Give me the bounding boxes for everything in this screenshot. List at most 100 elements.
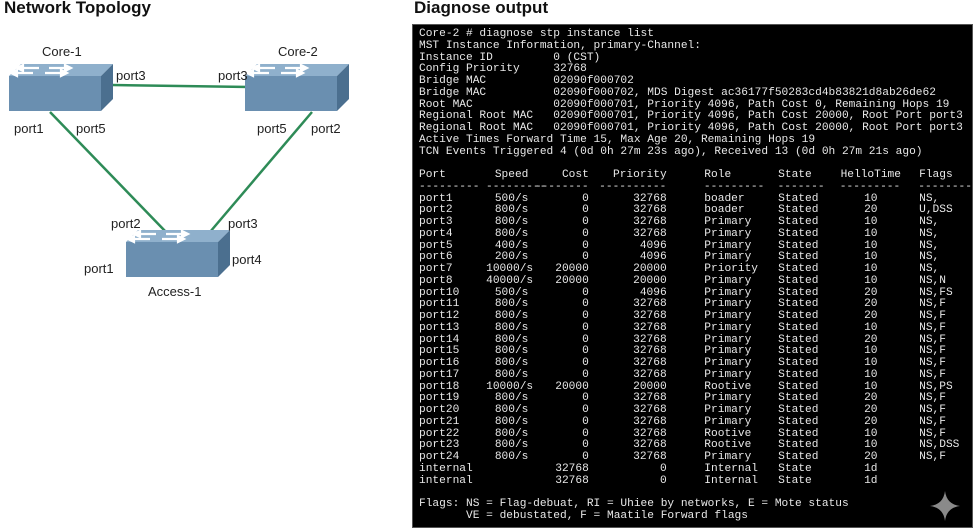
cell-state: Stated (778, 392, 819, 405)
terminal-line: Root MAC 02090f000701, Priority 4096, Pa… (419, 98, 950, 111)
column-header-state: State (778, 169, 812, 181)
terminal-line: MST Instance Information, primary-Channe… (419, 39, 701, 52)
cell-state: Stated (778, 263, 819, 275)
cell-flags: NS,PS (919, 380, 953, 393)
cell-state: Stated (778, 439, 819, 452)
switch-core-1[interactable] (7, 62, 115, 113)
switch-access-1[interactable] (124, 228, 232, 279)
cell-role: Primary (704, 392, 752, 405)
cell-port: port4 (419, 227, 453, 240)
cell-port: internal (419, 462, 473, 475)
cell-flags: NS,F (919, 333, 946, 346)
cell-hellotime: 10 (864, 216, 878, 228)
cell-state: Stated (778, 415, 819, 428)
cell-hellotime: 20 (864, 310, 878, 322)
cell-speed (486, 464, 528, 476)
legend-line: VE = debustated, F = Maatile Forward fla… (419, 509, 748, 522)
column-header-priority: Priority (612, 169, 667, 181)
cell-state: Stated (778, 298, 819, 311)
cell-flags: NS,F (919, 415, 946, 428)
cell-state: Stated (778, 192, 819, 205)
cell-role: Primary (704, 368, 752, 381)
cell-flags: NS,F (919, 404, 946, 416)
link-core2-access1 (209, 111, 313, 233)
cell-speed: 800/s (494, 427, 529, 440)
cell-flags: NS,F (919, 392, 946, 405)
cell-role: Primary (704, 404, 752, 416)
legend-line: Flags: NS = Flag-debuat, RI = Uhiee by n… (419, 498, 849, 510)
separator-port: --------- (419, 180, 480, 193)
cell-hellotime: 10 (864, 274, 878, 287)
cell-state: Stated (778, 368, 819, 381)
cell-state: Stated (778, 427, 819, 440)
cell-priority: 4096 (639, 251, 667, 264)
cell-hellotime: 20 (864, 333, 878, 346)
cell-priority: 32768 (633, 415, 667, 428)
cell-hellotime: 20 (864, 404, 878, 416)
cell-flags: NS, (919, 192, 940, 205)
cell-port: port24 (419, 451, 460, 463)
cell-port: port11 (419, 298, 460, 311)
cell-port: internal (419, 474, 473, 487)
cell-state: Stated (778, 333, 819, 346)
terminal-line: Bridge MAC 02090f000702, MDS Digest ac36… (419, 86, 936, 99)
flags-legend: Flags: NS = Flag-debuat, RI = Uhiee by n… (419, 498, 972, 523)
cell-flags: NS,F (919, 368, 946, 381)
cell-speed (486, 476, 528, 488)
cell-port: port17 (419, 368, 460, 381)
cell-speed: 800/s (494, 298, 529, 311)
cell-hellotime: 20 (864, 298, 878, 311)
cell-cost: 20000 (555, 263, 589, 275)
cell-priority: 20000 (633, 380, 667, 393)
cell-cost: 0 (582, 227, 589, 240)
cell-flags: NS, (919, 239, 940, 252)
cell-hellotime: 1d (864, 462, 878, 475)
cell-port: port13 (419, 321, 460, 334)
cell-speed: 800/s (494, 321, 529, 334)
switch-name-core-2: Core-2 (278, 44, 318, 59)
cell-cost: 0 (582, 451, 589, 463)
output-title: Diagnose output (414, 0, 549, 17)
cell-flags: NS,F (919, 357, 946, 369)
terminal-line: Instance ID 0 (CST) (419, 51, 601, 64)
cell-state: Stated (778, 310, 819, 322)
cell-state: Stated (778, 380, 819, 393)
cell-state: Stated (778, 216, 819, 228)
cell-cost: 0 (582, 439, 589, 452)
cell-flags: NS, (919, 227, 940, 240)
cell-hellotime: 10 (864, 192, 878, 205)
cell-priority: 32768 (633, 345, 667, 358)
cell-cost: 0 (582, 298, 589, 311)
cell-speed: 500/s (494, 286, 529, 299)
cell-hellotime: 1d (864, 474, 878, 487)
cell-flags: NS, (919, 251, 940, 264)
cell-speed: 800/s (494, 439, 529, 452)
cell-port: port14 (419, 333, 460, 346)
cell-role: Internal (704, 474, 759, 487)
switch-core-2[interactable] (243, 62, 351, 113)
cell-priority: 32768 (633, 204, 667, 217)
cell-priority: 32768 (633, 192, 667, 205)
column-header-flags: Flags (919, 169, 953, 181)
cell-priority: 4096 (639, 286, 667, 299)
cell-state: Stated (778, 286, 819, 299)
cell-cost: 0 (582, 392, 589, 405)
cell-port: port15 (419, 345, 460, 358)
cell-speed: 800/s (494, 392, 529, 405)
cell-hellotime: 20 (864, 286, 878, 299)
cell-port: port1 (419, 192, 453, 205)
cell-port: port8 (419, 274, 453, 287)
cell-priority: 32768 (633, 333, 667, 346)
terminal-line: Bridge MAC 02090f000702 (419, 75, 634, 87)
